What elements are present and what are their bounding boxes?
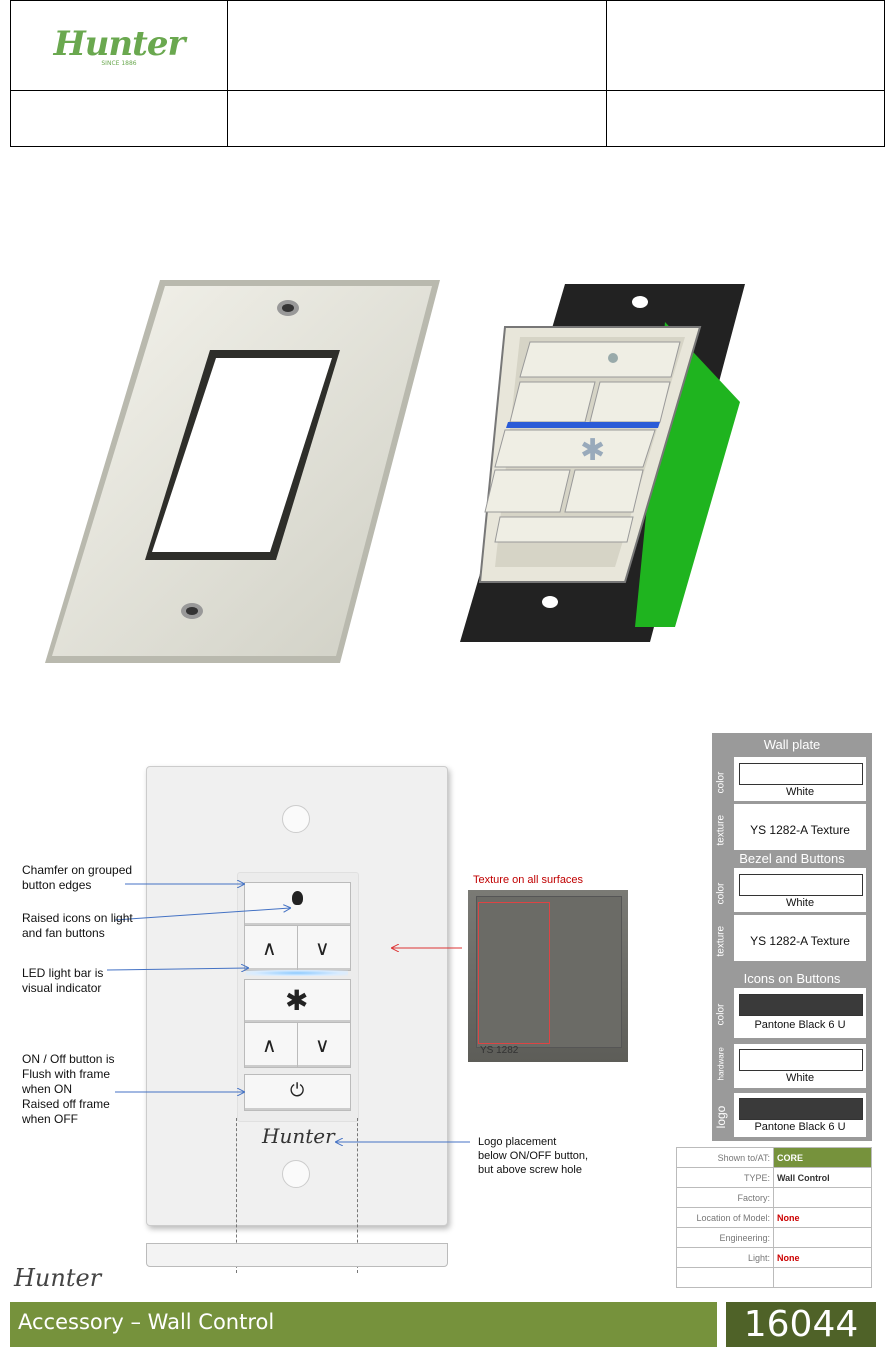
header-cell-4	[10, 90, 228, 147]
info-value: None	[773, 1207, 872, 1228]
side-profile	[146, 1243, 448, 1267]
info-key: Factory:	[676, 1187, 774, 1208]
bezel-texture-box: YS 1282-A Texture	[734, 915, 866, 961]
footer-title: Accessory – Wall Control	[18, 1310, 275, 1334]
bezel-texture-value: YS 1282-A Texture	[750, 934, 850, 948]
bezel-header: Bezel and Buttons	[739, 851, 845, 866]
dashed-guide	[357, 1118, 358, 1273]
table-row: Factory:	[676, 1187, 872, 1208]
wall-plate-color-value: White	[785, 786, 815, 798]
annotation-logo-placement: Logo placement below ON/OFF button, but …	[478, 1136, 589, 1176]
bezel-color-value: White	[785, 897, 815, 909]
table-row: TYPE:Wall Control	[676, 1167, 872, 1188]
logo-color-box: Pantone Black 6 U	[734, 1093, 866, 1137]
light-bulb-icon	[292, 891, 303, 905]
annotation-led-bar: LED light bar is visual indicator	[22, 966, 104, 995]
screw-icon	[282, 1160, 310, 1188]
annotation-raised-icons: Raised icons on light and fan buttons	[22, 911, 133, 940]
info-value	[773, 1267, 872, 1288]
wall-control-render: ✱	[460, 284, 745, 642]
wall-plate-header: Wall plate	[763, 737, 821, 752]
info-key: Light:	[676, 1247, 774, 1268]
header-logo-cell: Hunter SINCE 1886	[10, 0, 228, 91]
light-up-button[interactable]: ∧	[244, 925, 298, 971]
table-row: Engineering:	[676, 1227, 872, 1248]
front-hunter-logo: Hunter	[262, 1124, 335, 1148]
info-key: Engineering:	[676, 1227, 774, 1248]
hardware-color-swatch	[739, 1049, 863, 1071]
hunter-logo-tagline: SINCE 1886	[101, 60, 137, 67]
info-value: CORE	[773, 1147, 872, 1168]
info-key: Shown to/AT:	[676, 1147, 774, 1168]
icons-header: Icons on Buttons	[743, 971, 841, 986]
color-label: color	[715, 882, 727, 905]
table-row: Shown to/AT:CORE	[676, 1147, 872, 1168]
footer-title-bar: Accessory – Wall Control	[10, 1302, 717, 1347]
color-label: color	[715, 1003, 727, 1026]
table-row: Light:None	[676, 1247, 872, 1268]
wall-plate-texture-box: YS 1282-A Texture	[734, 804, 866, 850]
wall-plate-color-box: White	[734, 757, 866, 801]
chevron-down-icon: ∨	[315, 936, 330, 960]
hardware-color-value: White	[785, 1072, 815, 1084]
texture-sample-photo: YS 1282	[468, 890, 628, 1062]
screw-icon	[282, 805, 310, 833]
power-icon: ⏻	[290, 1080, 305, 1101]
header-table: Hunter SINCE 1886	[10, 0, 885, 147]
bezel-color-box: White	[734, 868, 866, 912]
hunter-logo: Hunter	[53, 24, 186, 64]
wall-plate-color-swatch	[739, 763, 863, 785]
texture-sample-text: YS 1282	[480, 1045, 519, 1056]
texture-label: texture	[715, 925, 727, 957]
color-label: color	[715, 771, 727, 794]
bezel-color-swatch	[739, 874, 863, 896]
info-key	[676, 1267, 774, 1288]
icons-color-value: Pantone Black 6 U	[754, 1019, 846, 1031]
logo-color-swatch	[739, 1098, 863, 1120]
header-cell-6	[606, 90, 885, 147]
hardware-color-box: White	[734, 1044, 866, 1088]
icons-color-swatch	[739, 994, 863, 1016]
info-value: None	[773, 1247, 872, 1268]
annotation-onoff: ON / Off button is Flush with frame when…	[22, 1052, 115, 1126]
chevron-down-icon: ∨	[315, 1033, 330, 1057]
texture-label: texture	[715, 814, 727, 846]
info-value: Wall Control	[773, 1167, 872, 1188]
fan-icon: ✱	[285, 984, 309, 1017]
chevron-up-icon: ∧	[262, 1033, 277, 1057]
logo-label: logo	[714, 1105, 728, 1129]
fan-icon: ✱	[580, 433, 605, 468]
header-cell-5	[227, 90, 607, 147]
footer-hunter-logo: Hunter	[14, 1264, 102, 1292]
info-table: Shown to/AT:CORE TYPE:Wall Control Facto…	[676, 1147, 872, 1288]
wall-plate-texture-value: YS 1282-A Texture	[750, 823, 850, 837]
light-bulb-icon	[608, 353, 618, 363]
icons-color-box: Pantone Black 6 U	[734, 988, 866, 1038]
dashed-guide	[236, 1118, 237, 1273]
table-row: Location of Model:None	[676, 1207, 872, 1228]
annotation-texture: Texture on all surfaces	[473, 874, 584, 886]
info-key: TYPE:	[676, 1167, 774, 1188]
spec-panel: Wall plate White color YS 1282-A Texture…	[712, 733, 872, 1141]
logo-color-value: Pantone Black 6 U	[754, 1121, 846, 1133]
info-value	[773, 1187, 872, 1208]
chevron-up-icon: ∧	[262, 936, 277, 960]
fan-up-button[interactable]: ∧	[244, 1022, 298, 1068]
on-off-button[interactable]: ⏻	[244, 1074, 351, 1111]
fan-button[interactable]: ✱	[244, 979, 351, 1023]
annotation-chamfer: Chamfer on grouped button edges	[22, 863, 133, 892]
footer-model-number: 16044	[726, 1302, 876, 1347]
info-value	[773, 1227, 872, 1248]
fan-down-button[interactable]: ∨	[297, 1022, 351, 1068]
hardware-label: hardware	[716, 1047, 726, 1081]
header-cell-2	[227, 0, 607, 91]
led-light-bar	[246, 970, 348, 976]
table-row	[676, 1267, 872, 1288]
wall-plate-render	[45, 280, 440, 663]
info-key: Location of Model:	[676, 1207, 774, 1228]
